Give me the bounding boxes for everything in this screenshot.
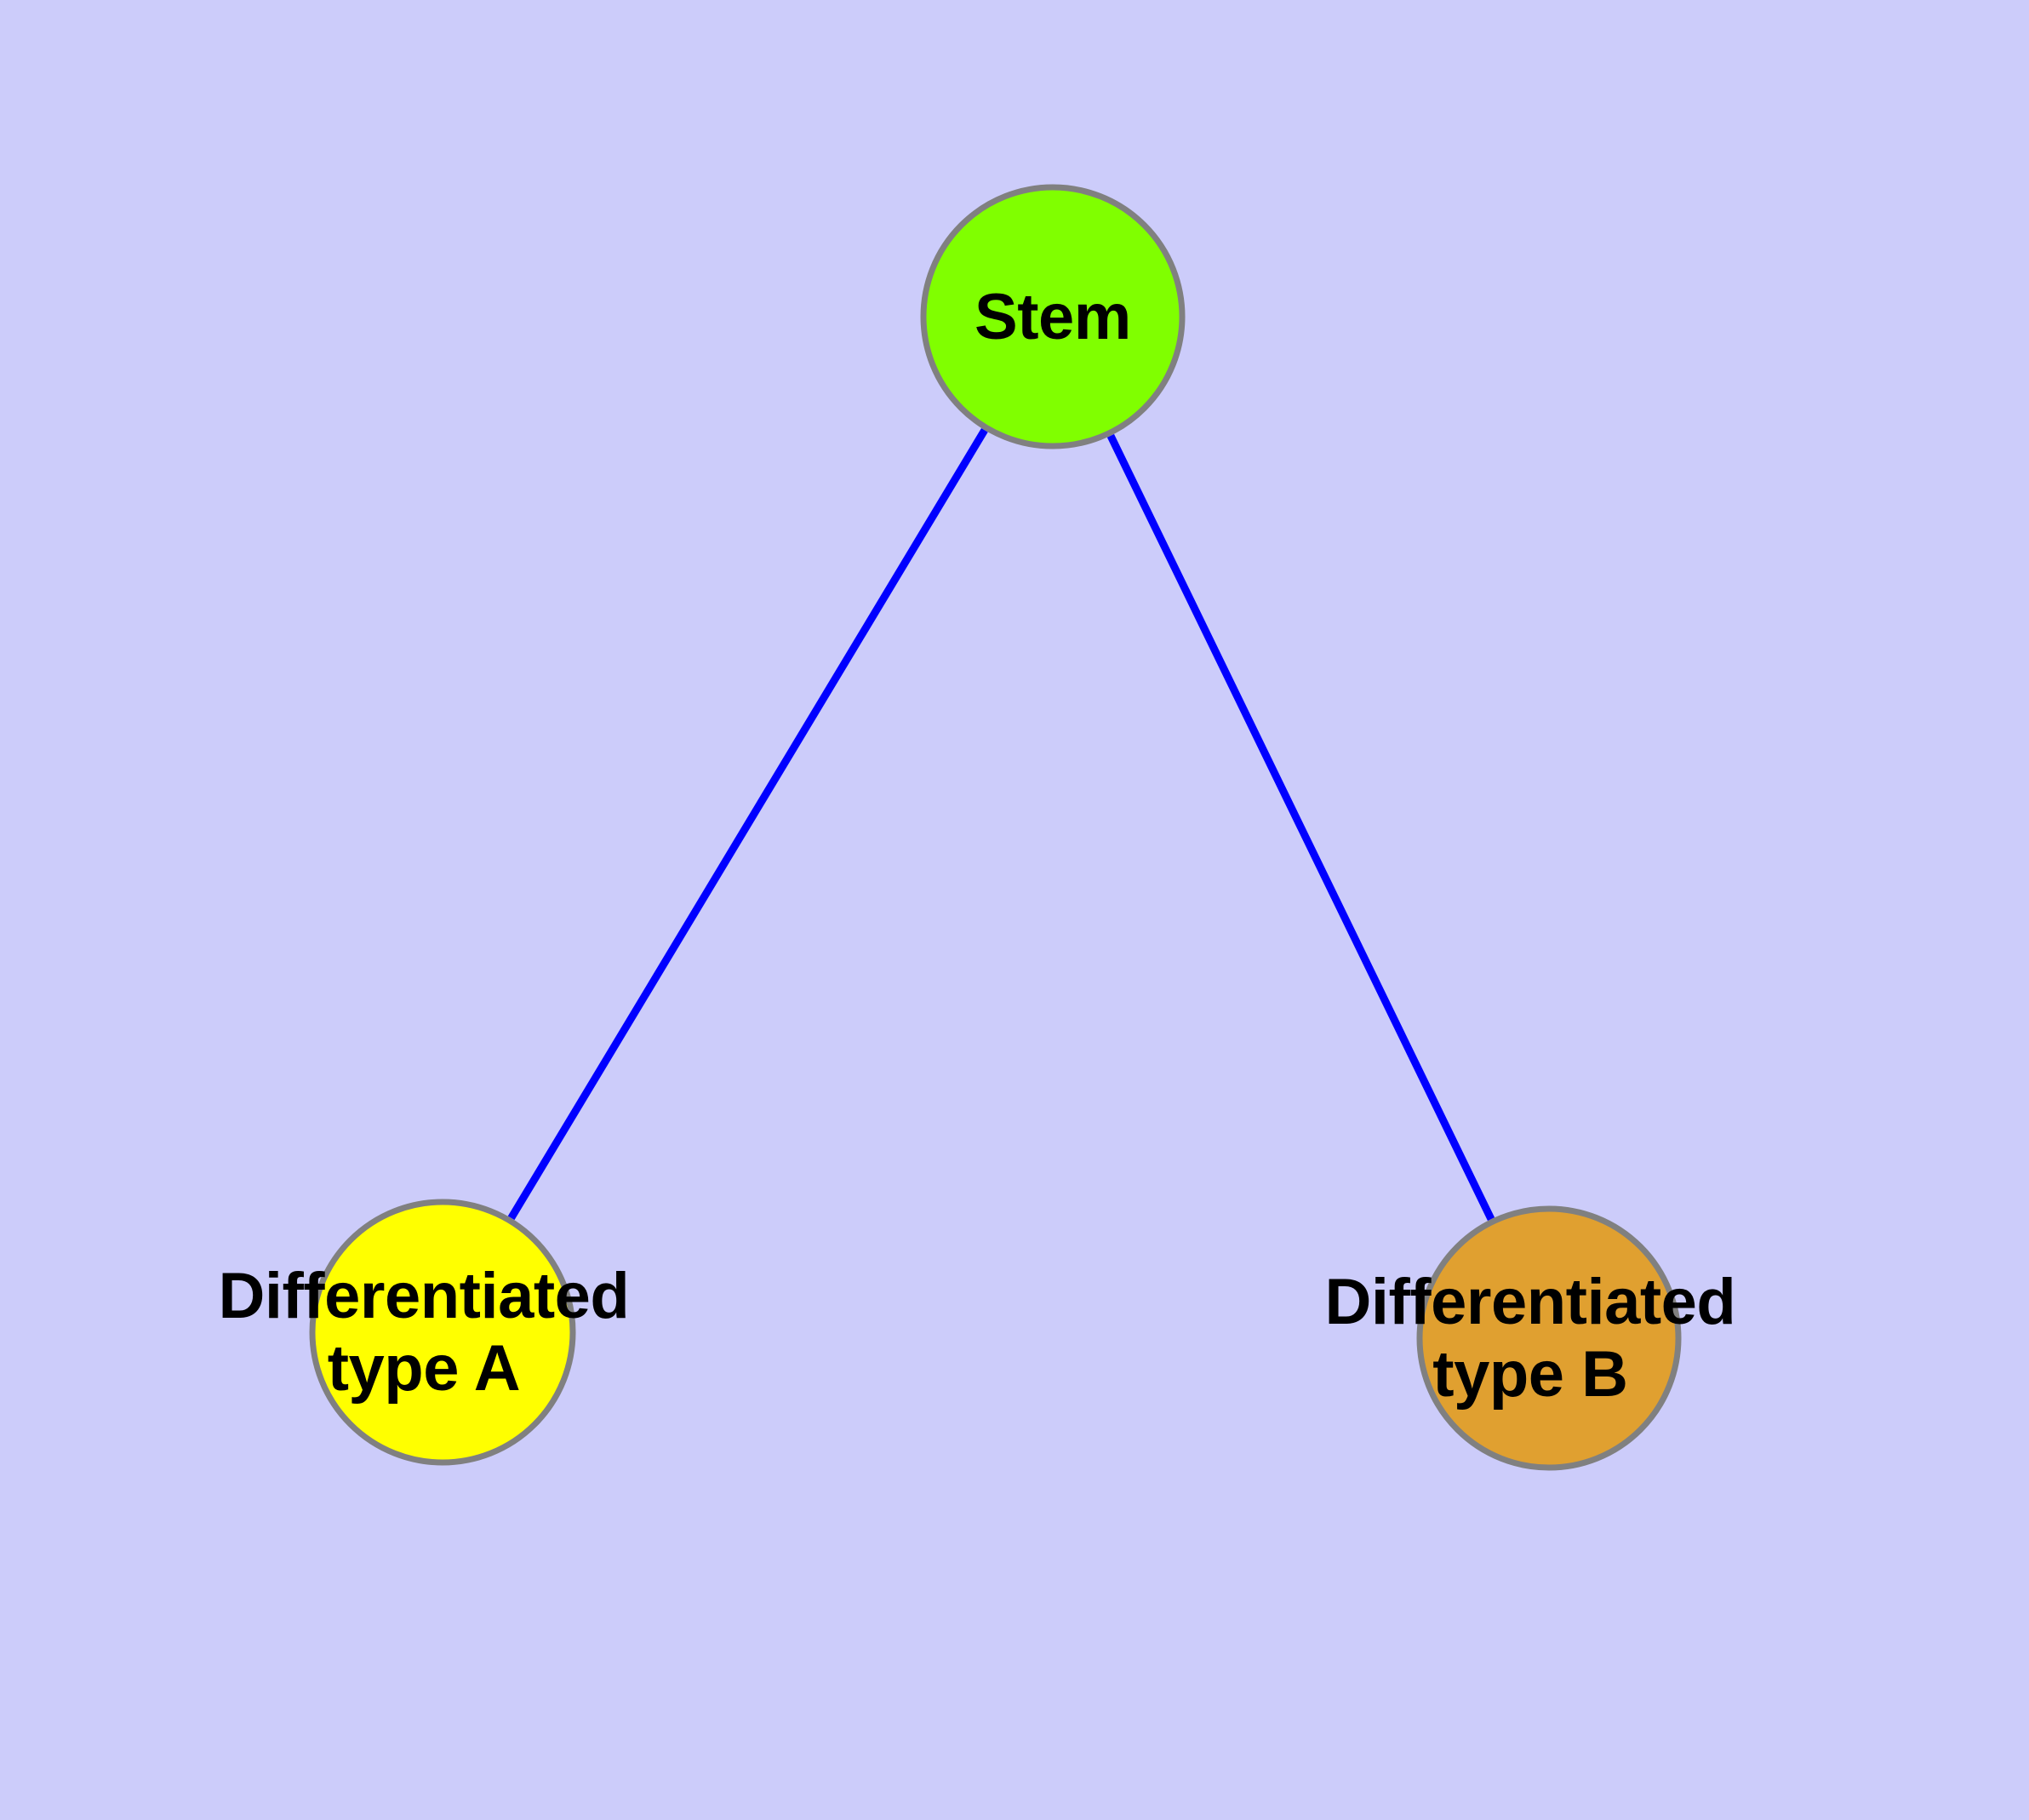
node-layer [309,184,1682,1471]
edge-stem-diff-a [507,427,988,1221]
node-stem[interactable] [920,184,1186,449]
node-diff_a[interactable] [309,1199,576,1466]
node-diff_b[interactable] [1416,1205,1682,1471]
edge-layer [507,427,1495,1222]
edge-stem-diff-b [1106,433,1495,1222]
